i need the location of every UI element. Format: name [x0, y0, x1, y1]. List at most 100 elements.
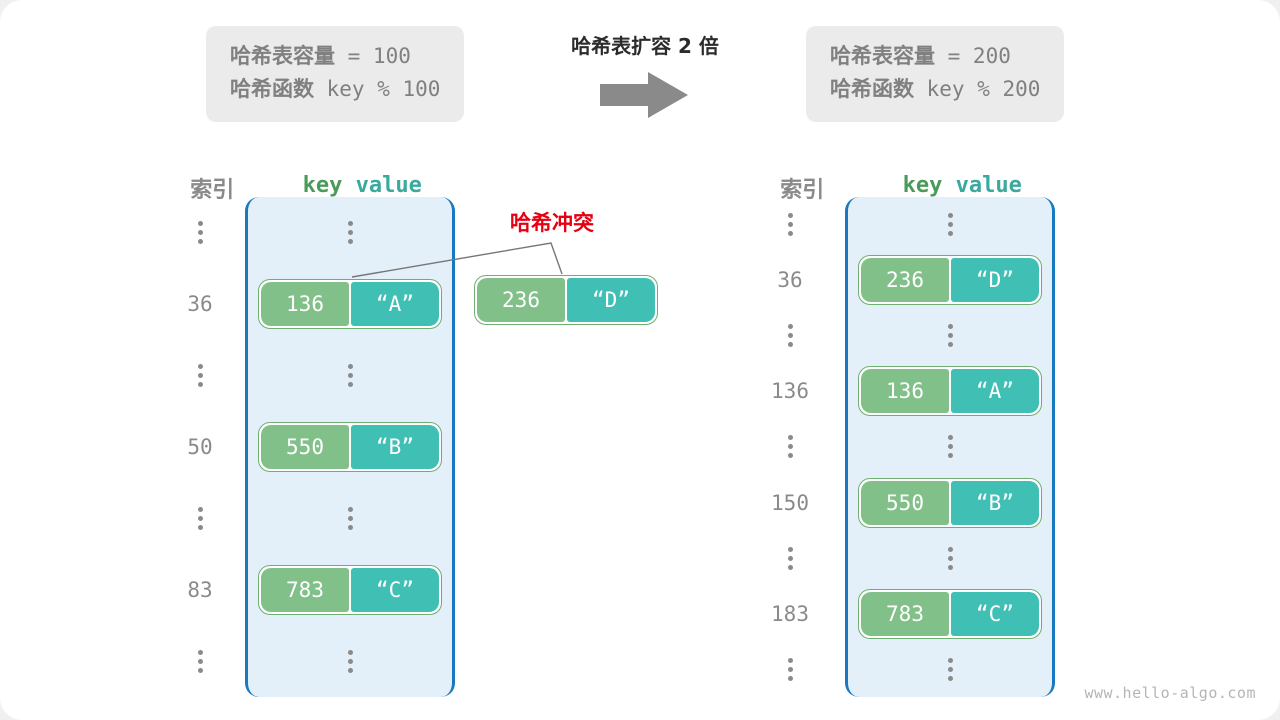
ellipsis-icon	[787, 657, 793, 681]
left-header-key-label: key	[302, 173, 343, 198]
info-box-before: 哈希表容量 = 100 哈希函数 key % 100	[206, 26, 465, 122]
info-left-function-value: key % 100	[314, 77, 441, 101]
pair-key: 550	[861, 480, 949, 525]
info-left-function-label: 哈希函数	[230, 77, 314, 101]
ellipsis-icon	[347, 364, 353, 388]
key-value-pair: 136“A”	[258, 279, 442, 330]
info-right-function-line: 哈希函数 key % 200	[830, 73, 1040, 106]
info-box-after: 哈希表容量 = 200 哈希函数 key % 200	[806, 26, 1065, 122]
index-ellipsis	[755, 197, 825, 253]
index-ellipsis	[165, 626, 235, 697]
bucket-ellipsis	[248, 197, 452, 268]
key-value-pair: 136“A”	[858, 366, 1042, 417]
left-header-value-label: value	[355, 173, 422, 198]
table-row: 783“C”	[848, 586, 1052, 642]
right-header-key-label: key	[902, 173, 943, 198]
left-header-keyvalue: key value	[245, 146, 455, 224]
ellipsis-icon	[947, 324, 953, 348]
index-label: 36	[777, 268, 803, 293]
ellipsis-icon	[947, 546, 953, 570]
table-row: 550“B”	[248, 411, 452, 482]
bucket-ellipsis	[848, 530, 1052, 586]
table-row: 136“A”	[848, 364, 1052, 420]
pair-value: “C”	[951, 591, 1039, 636]
ellipsis-icon	[197, 364, 203, 388]
key-value-pair: 550“B”	[258, 421, 442, 472]
ellipsis-icon	[947, 213, 953, 237]
index-ellipsis	[165, 340, 235, 411]
right-arrow-icon	[600, 72, 688, 118]
index-ellipsis	[165, 483, 235, 554]
pair-key: 136	[261, 282, 349, 327]
pair-key: 236	[477, 278, 565, 322]
bucket-ellipsis	[848, 308, 1052, 364]
index-ellipsis	[755, 419, 825, 475]
key-value-pair: 236 “D”	[474, 275, 658, 325]
key-value-pair: 783“C”	[258, 564, 442, 615]
left-header-index-label: 索引	[190, 178, 235, 203]
info-right-function-value: key % 200	[914, 77, 1041, 101]
pair-value: “A”	[951, 369, 1039, 414]
info-right-capacity-value: = 200	[935, 44, 1011, 68]
index-ellipsis	[755, 308, 825, 364]
ellipsis-icon	[347, 221, 353, 245]
pair-value: “C”	[351, 567, 439, 612]
arrow-container	[520, 72, 770, 123]
bucket-ellipsis	[248, 626, 452, 697]
right-index-column: 36 136 150 183	[755, 197, 825, 697]
pair-value: “B”	[351, 424, 439, 469]
index-ellipsis	[165, 197, 235, 268]
pair-key: 783	[861, 591, 949, 636]
index-label: 136	[771, 379, 809, 404]
index-ellipsis	[755, 530, 825, 586]
ellipsis-icon	[787, 213, 793, 237]
collision-label: 哈希冲突	[510, 211, 594, 235]
key-value-pair: 550“B”	[858, 477, 1042, 528]
index-ellipsis	[755, 641, 825, 697]
table-row: 550“B”	[848, 475, 1052, 531]
index-label: 50	[187, 434, 213, 459]
pair-value: “B”	[951, 480, 1039, 525]
ellipsis-icon	[787, 435, 793, 459]
info-right-capacity-line: 哈希表容量 = 200	[830, 40, 1040, 73]
ellipsis-icon	[347, 649, 353, 673]
info-left-capacity-value: = 100	[335, 44, 411, 68]
index-label: 183	[771, 601, 809, 626]
ellipsis-icon	[197, 649, 203, 673]
collision-pair: 236 “D”	[474, 275, 658, 325]
ellipsis-icon	[197, 221, 203, 245]
watermark: www.hello-algo.com	[1084, 684, 1256, 702]
pair-key: 783	[261, 567, 349, 612]
index-label: 83	[187, 577, 213, 602]
center-title: 哈希表扩容 2 倍	[571, 34, 719, 58]
ellipsis-icon	[787, 546, 793, 570]
info-left-capacity-label: 哈希表容量	[230, 44, 335, 68]
table-row: 783“C”	[248, 554, 452, 625]
info-left-function-line: 哈希函数 key % 100	[230, 73, 440, 106]
key-value-pair: 236“D”	[858, 255, 1042, 306]
right-header-index-label: 索引	[780, 178, 825, 203]
bucket-ellipsis	[848, 197, 1052, 253]
table-row: 236“D”	[848, 253, 1052, 309]
pair-value: “A”	[351, 282, 439, 327]
right-header-keyvalue: key value	[845, 146, 1055, 224]
bucket-ellipsis	[248, 340, 452, 411]
index-label: 150	[771, 490, 809, 515]
bucket-ellipsis	[848, 419, 1052, 475]
left-header-index: 索引	[165, 146, 235, 230]
pair-key: 550	[261, 424, 349, 469]
ellipsis-icon	[947, 657, 953, 681]
pair-key: 236	[861, 258, 949, 303]
bucket-ellipsis	[248, 483, 452, 554]
table-row: 136“A”	[248, 268, 452, 339]
right-hash-table: 236“D” 136“A” 550“B” 783“C”	[845, 197, 1055, 697]
ellipsis-icon	[347, 506, 353, 530]
right-header-index: 索引	[755, 146, 825, 230]
ellipsis-icon	[197, 506, 203, 530]
pair-value: “D”	[567, 278, 655, 322]
info-left-capacity-line: 哈希表容量 = 100	[230, 40, 440, 73]
bucket-ellipsis	[848, 641, 1052, 697]
ellipsis-icon	[947, 435, 953, 459]
